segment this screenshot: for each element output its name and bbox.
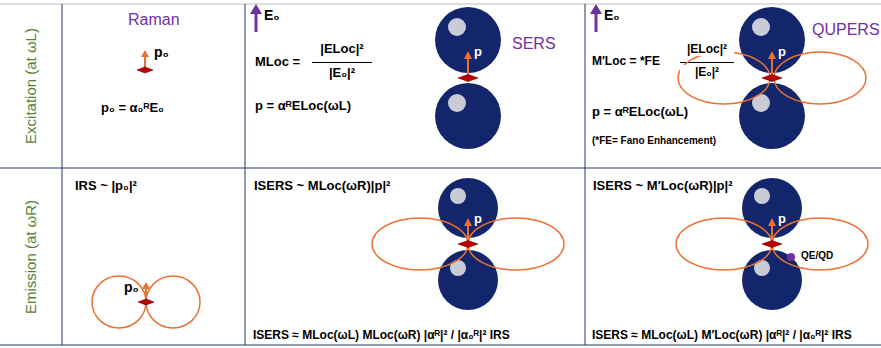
raman-cell: Raman p₀ p₀ = α₀ᴿE₀ [62, 4, 245, 168]
fraction-numerator: |ELoc|² [680, 42, 734, 56]
formula-text: p₀ = α₀ᴿE₀ [100, 100, 165, 116]
row-header: Emission (at ωR) [22, 199, 40, 313]
formula-text: MLoc = [254, 54, 301, 70]
vector-label: p₀ [154, 44, 169, 61]
formula-text: ISERS ~ MLoc(ωR)|p|² [253, 178, 391, 194]
row-header-cell: Excitation (at ωL) [0, 4, 62, 168]
row-header-cell: Emission (at ωR) [0, 168, 62, 345]
qupers-cell: ISERS ~ M′Loc(ωR)|p|² pQE/QD ISERS ≈ MLoc(… [585, 168, 881, 345]
field-label: E₀ [604, 7, 620, 24]
formula-text: p = αᴿELoc(ωL) [254, 98, 352, 114]
footnote: (*FE= Fano Enhancement) [591, 135, 717, 147]
vector-label: p [778, 44, 786, 60]
sers-cell: E₀ MLoc = |ELoc|² |E₀|² p = αᴿELoc(ωL) SERS p [245, 4, 585, 168]
fraction-denominator: |E₀|² [312, 65, 372, 81]
formula-text: ISERS ≈ MLoc(ωL) M′Loc(ωR) |αᴿ|² / |α₀ᴿ|… [591, 328, 853, 342]
qupers-cell: E₀ M′Loc = *FE |ELoc|² |E₀|² p = αᴿELoc(ωL) (… [585, 4, 881, 168]
fraction-denominator: |E₀|² [680, 65, 734, 79]
formula-text: ISERS ≈ MLoc(ωL) MLoc(ωR) |αᴿ|² / |α₀ᴿ|²… [252, 328, 511, 342]
formula-text: ISERS ~ M′Loc(ωR)|p|² [592, 178, 733, 194]
column-title: Raman [128, 10, 180, 29]
vector-label: p [778, 211, 786, 227]
row-header: Excitation (at ωL) [22, 28, 40, 144]
raman-cell: IRS ~ |p₀|² p₀ [62, 168, 245, 345]
sers-cell: ISERS ~ MLoc(ωR)|p|² pISERS ≈ MLoc(ωL) ML… [245, 168, 585, 345]
vector-label: p [474, 211, 482, 227]
column-title: SERS [512, 34, 556, 53]
formula-text: M′Loc = *FE [591, 54, 661, 68]
column-title: QUPERS [812, 20, 880, 39]
vector-label: p₀ [124, 279, 139, 296]
formula-text: p = αᴿELoc(ωL) [591, 104, 689, 120]
fraction-numerator: |ELoc|² [312, 41, 372, 57]
formula-text: IRS ~ |p₀|² [74, 178, 138, 194]
vector-label: p [474, 44, 482, 60]
emitter-label: QE/QD [800, 250, 834, 262]
field-label: E₀ [264, 7, 280, 24]
